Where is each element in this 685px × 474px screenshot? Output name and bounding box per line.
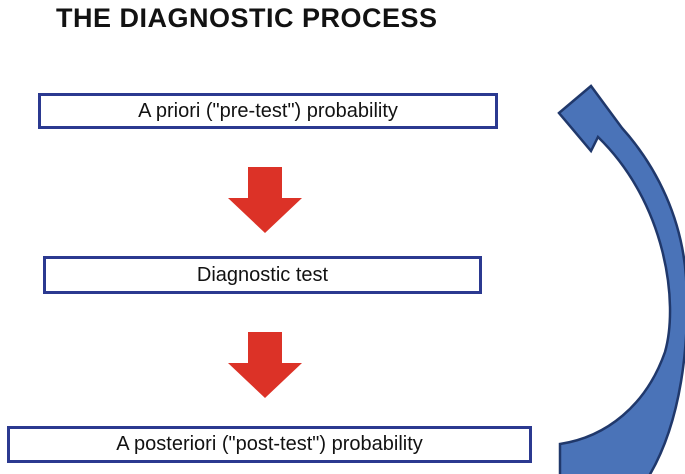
blue-feedback-arrow-icon xyxy=(557,84,685,474)
box-diagnostic-test: Diagnostic test xyxy=(43,256,482,294)
box-pretest-label: A priori ("pre-test") probability xyxy=(138,99,398,122)
box-posttest-probability: A posteriori ("post-test") probability xyxy=(7,426,532,463)
red-down-arrow-1-icon xyxy=(228,167,302,233)
box-posttest-label: A posteriori ("post-test") probability xyxy=(116,433,423,455)
red-down-arrow-2-icon xyxy=(228,332,302,398)
box-pretest-probability: A priori ("pre-test") probability xyxy=(38,93,498,129)
page-title: THE DIAGNOSTIC PROCESS xyxy=(56,3,438,33)
box-diagnostic-test-label: Diagnostic test xyxy=(196,263,329,286)
